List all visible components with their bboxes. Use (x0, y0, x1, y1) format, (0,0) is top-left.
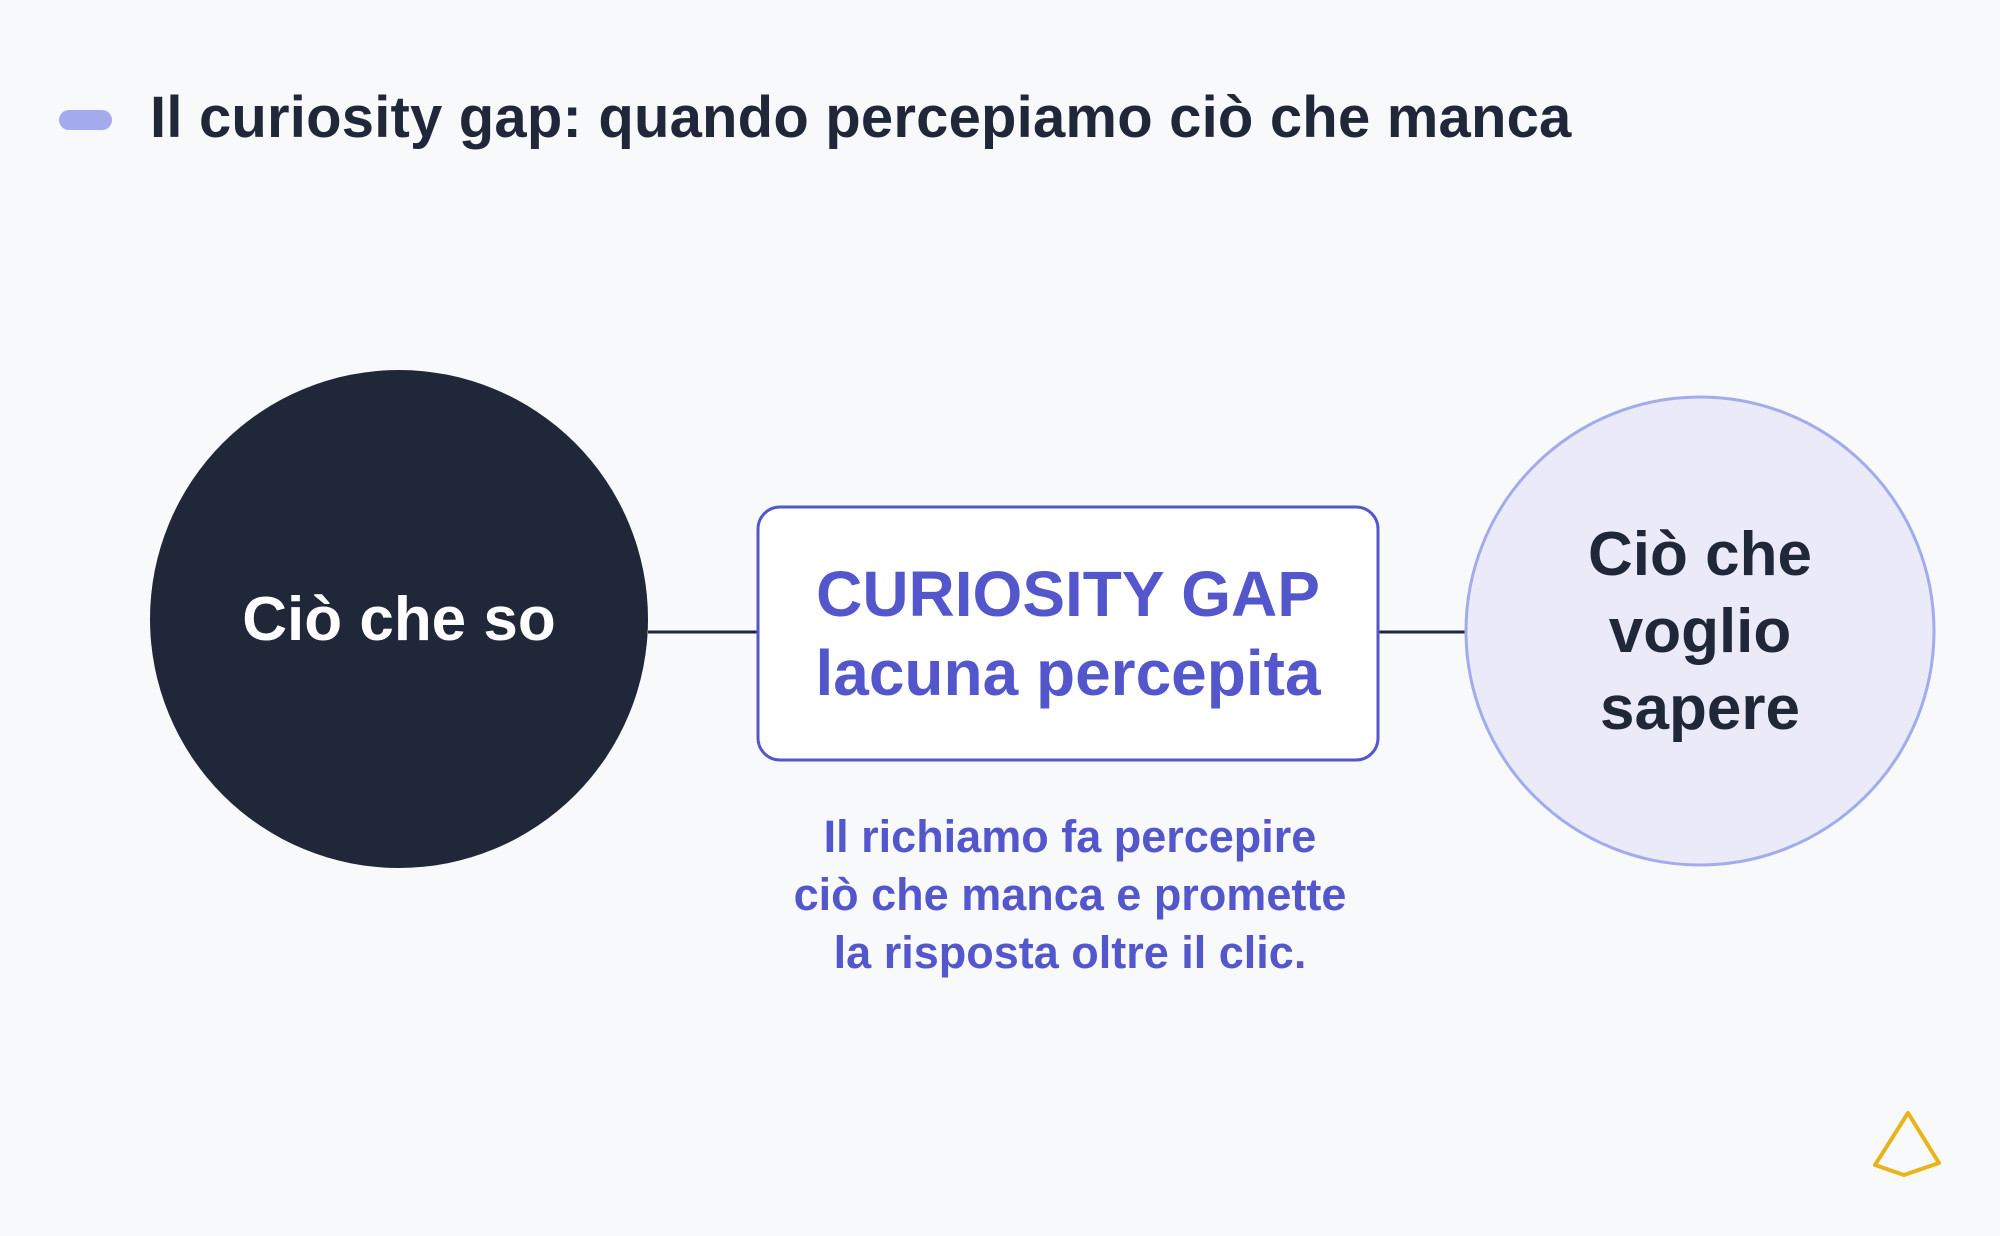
gap-title: CURIOSITY GAP (816, 557, 1320, 630)
caption-line-3: la risposta oltre il clic. (833, 927, 1307, 978)
triangle-logo-icon (1873, 1111, 1941, 1177)
wanted-circle (1464, 395, 1936, 867)
caption-line-1: Il richiamo fa percepire (823, 811, 1317, 862)
known-circle (150, 370, 648, 868)
caption-line-2: ciò che manca e promette (793, 869, 1347, 920)
known-label: Ciò che so (242, 584, 556, 654)
gap-box-label: CURIOSITY GAP lacuna percepita (758, 507, 1378, 760)
wanted-label: Ciò che voglio sapere (1465, 396, 1935, 866)
wanted-line-2: voglio (1608, 596, 1792, 666)
wanted-line-3: sapere (1600, 673, 1800, 743)
page-title: Il curiosity gap: quando percepiamo ciò … (150, 85, 1572, 150)
gap-caption: Il richiamo fa percepire ciò che manca e… (720, 808, 1420, 982)
gap-subtitle: lacuna percepita (815, 636, 1321, 709)
wanted-line-1: Ciò che (1588, 519, 1812, 589)
gap-box (756, 505, 1380, 762)
title-marker (59, 110, 112, 130)
